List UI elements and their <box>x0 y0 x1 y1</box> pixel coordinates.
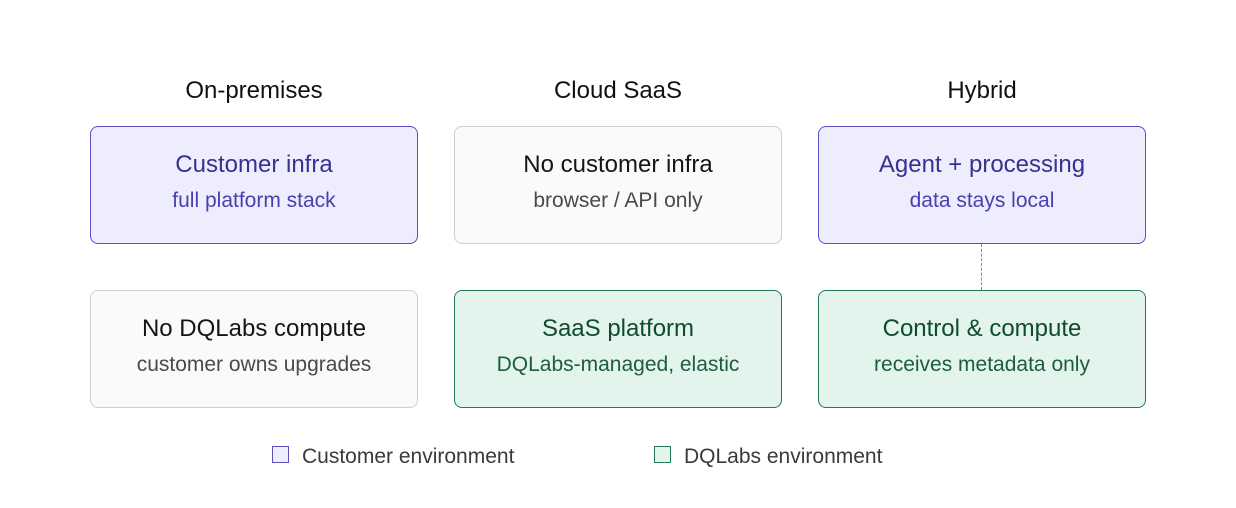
box-title: SaaS platform <box>541 315 695 342</box>
box-title: Control & compute <box>882 315 1082 342</box>
box-subtitle: data stays local <box>909 189 1055 212</box>
legend-label-dqlabs: DQLabs environment <box>684 445 883 468</box>
box-subtitle: receives metadata only <box>874 353 1090 376</box>
box-subtitle: browser / API only <box>533 189 703 212</box>
column-title-hybrid: Hybrid <box>947 77 1017 104</box>
column-title-cloud-saas: Cloud SaaS <box>553 77 683 104</box>
legend-swatch-customer <box>272 446 289 463</box>
box-subtitle: full platform stack <box>172 189 336 212</box>
box-title: No customer infra <box>523 151 713 178</box>
dashed-connector <box>981 244 982 290</box>
box-no-customer-infra: No customer infra browser / API only <box>454 126 782 244</box>
legend-label-customer: Customer environment <box>302 445 515 468</box>
column-title-on-premises: On-premises <box>185 77 323 104</box>
box-agent-processing: Agent + processing data stays local <box>818 126 1146 244</box>
box-customer-infra: Customer infra full platform stack <box>90 126 418 244</box>
box-control-compute: Control & compute receives metadata only <box>818 290 1146 408</box>
box-title: No DQLabs compute <box>141 315 367 342</box>
box-title: Agent + processing <box>878 151 1086 178</box>
box-no-dqlabs-compute: No DQLabs compute customer owns upgrades <box>90 290 418 408</box>
box-subtitle: DQLabs-managed, elastic <box>496 353 740 376</box>
box-title: Customer infra <box>175 151 333 178</box>
legend-swatch-dqlabs <box>654 446 671 463</box>
box-saas-platform: SaaS platform DQLabs-managed, elastic <box>454 290 782 408</box>
box-subtitle: customer owns upgrades <box>136 353 372 376</box>
